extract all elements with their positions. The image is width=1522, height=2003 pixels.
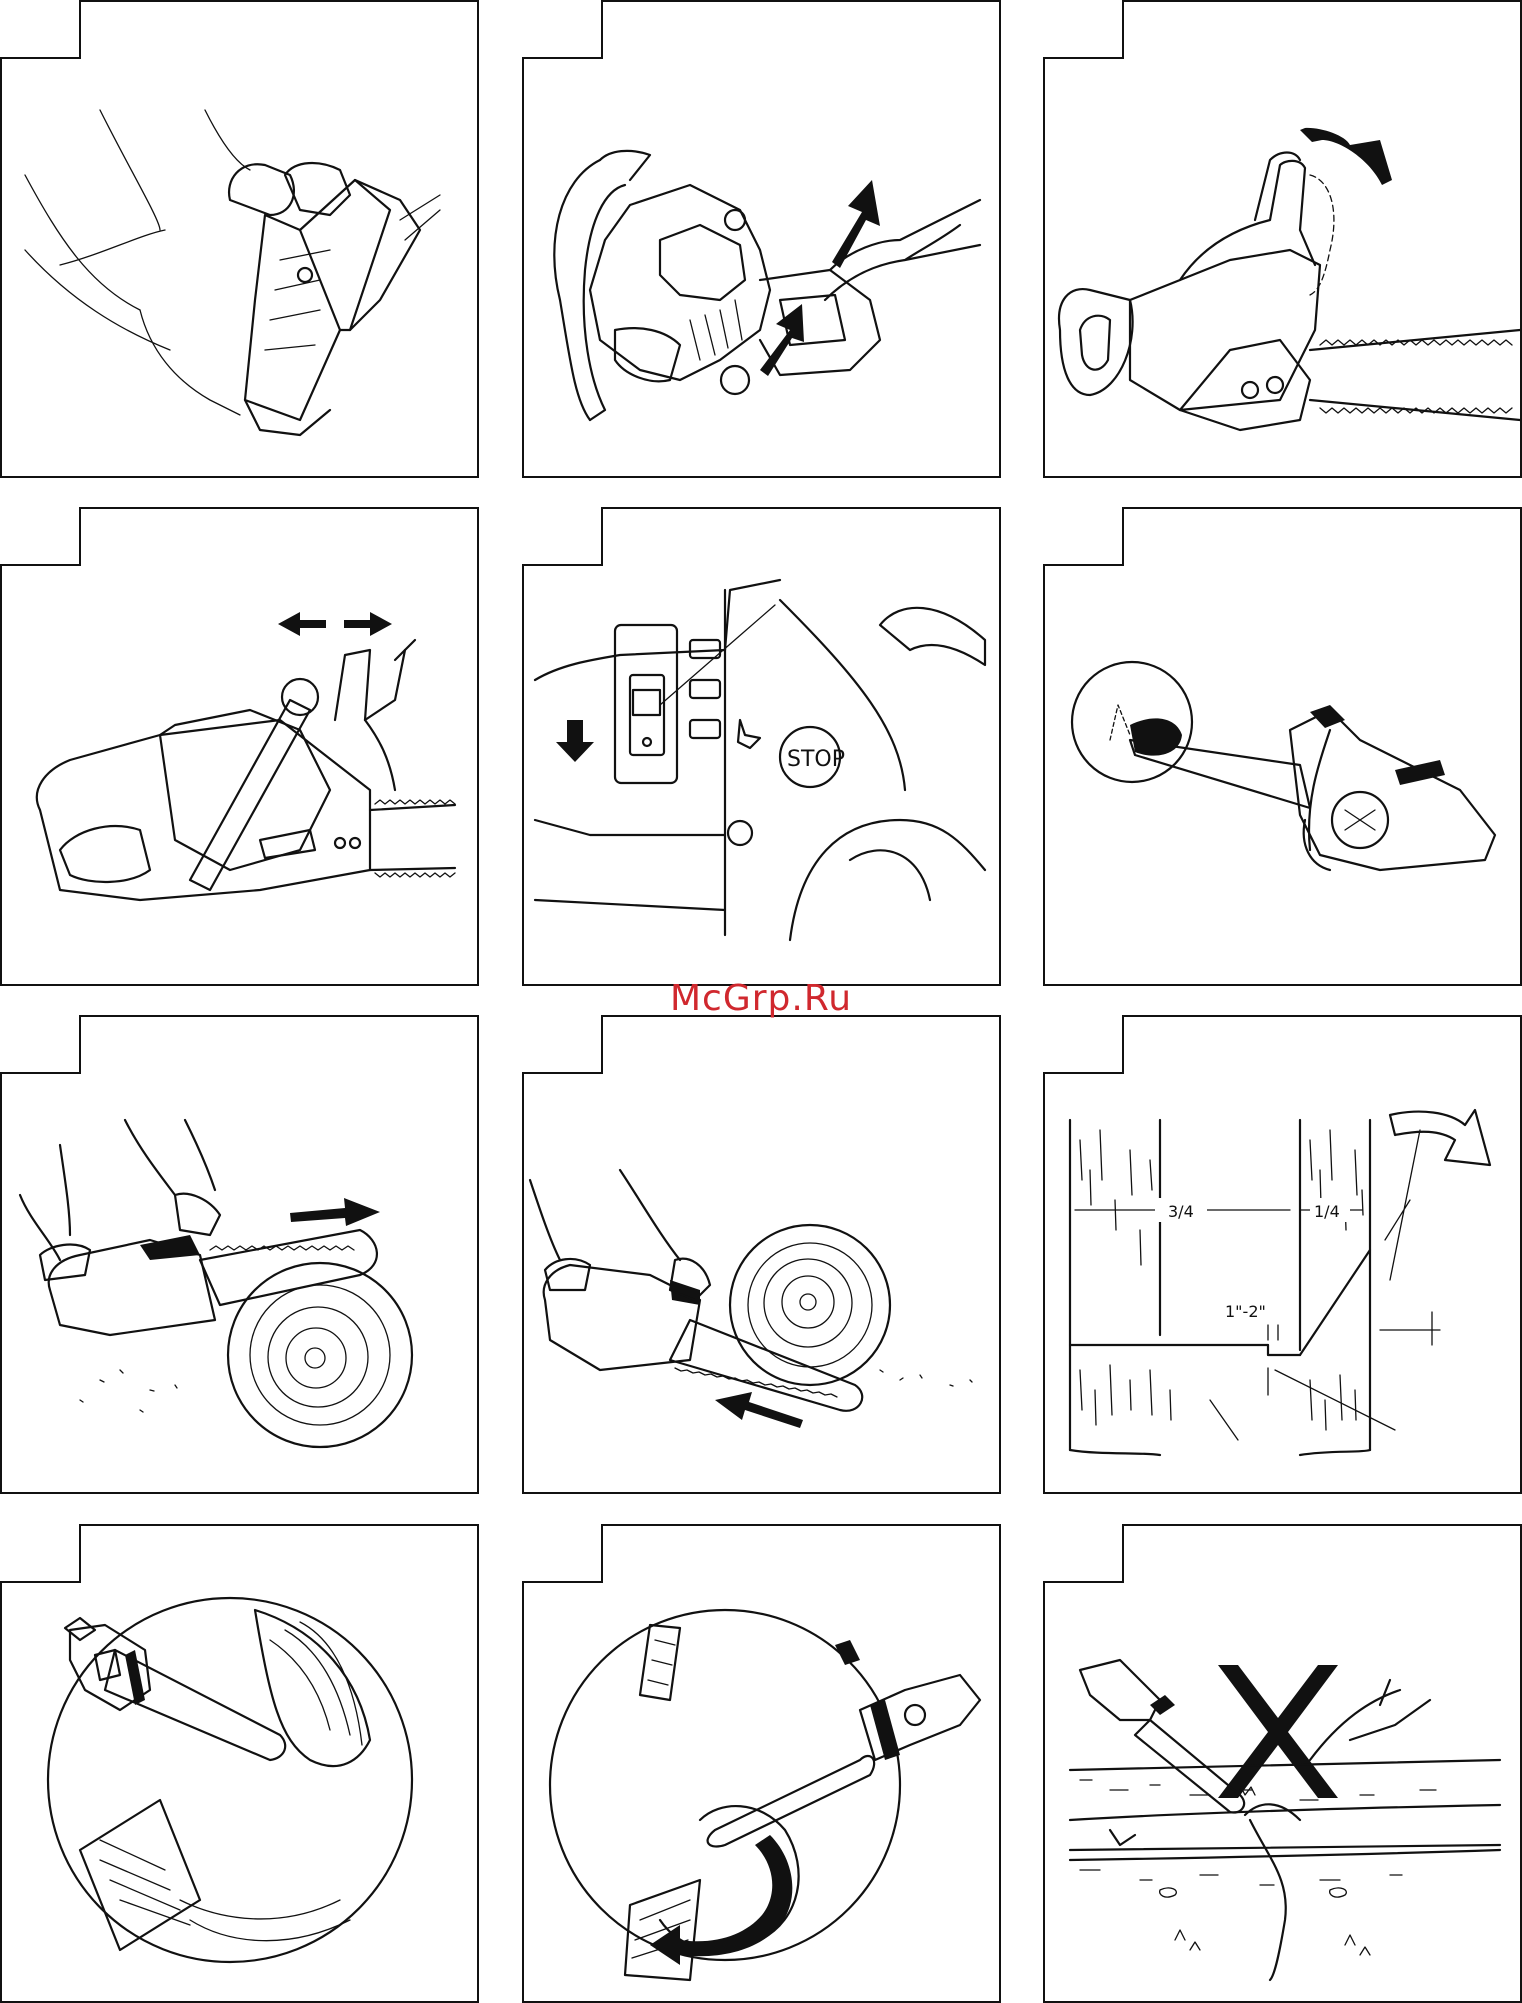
panel-frame-10 xyxy=(1,1525,478,2002)
fraction-one-quarter: 1/4 xyxy=(1314,1202,1340,1221)
panel-frame-5 xyxy=(523,508,1000,985)
panel-frame-2 xyxy=(523,1,1000,477)
panel-frame-3 xyxy=(1044,1,1521,477)
panel-frame-9 xyxy=(1044,1016,1521,1493)
watermark-text: McGrp.Ru xyxy=(0,978,1522,1019)
stop-label: STOP xyxy=(787,747,845,772)
panel-frame-4 xyxy=(1,508,478,985)
fraction-three-quarters: 3/4 xyxy=(1168,1202,1194,1221)
panel-frame-8 xyxy=(523,1016,1000,1493)
panel-frame-7 xyxy=(1,1016,478,1493)
hinge-dimension-label: 1"-2" xyxy=(1225,1302,1266,1321)
panel-frame-6 xyxy=(1044,508,1521,985)
